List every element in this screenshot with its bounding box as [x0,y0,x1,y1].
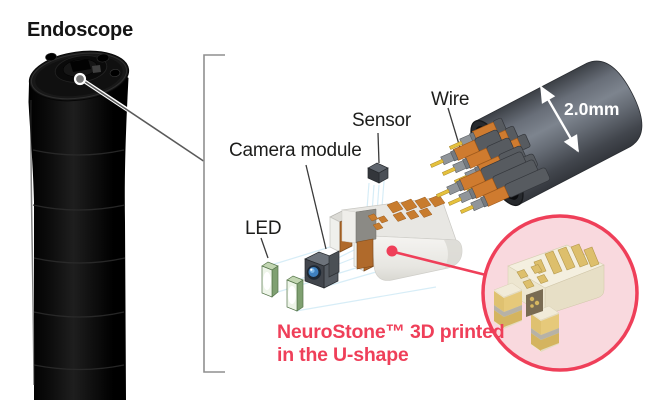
probe-tip-face [28,50,130,102]
sensor-label: Sensor [352,110,412,131]
camera-module-label: Camera module [229,140,362,161]
neurostone-caption: NeuroStone™ 3D printed in the U-shape [277,321,505,366]
callout-leader-line [393,250,487,277]
diameter-arrow-icon [539,85,580,153]
inspection-point-marker-icon [73,72,87,86]
camera-leader-line [305,164,327,250]
led-pair [261,261,304,312]
camera-lens [306,265,322,280]
callout-prong-1 [493,282,523,329]
led-label: LED [245,218,282,239]
callout-part-photo [493,243,605,352]
wire-label: Wire [431,89,470,110]
callout-dot [386,245,398,257]
diagram-title: Endoscope [27,19,133,41]
callout-gold-pads [516,243,600,289]
u-prong-face [356,238,374,270]
neurostone-u-body [341,194,463,281]
callout-prong-2 [530,305,560,352]
scope-contents-bracket [203,54,225,373]
magnifier-leader-line [82,79,204,162]
probe-sheen-lines [32,149,126,371]
neurostone-caption-line1: NeuroStone™ 3D printed [277,321,505,343]
led-leader-line [260,237,269,259]
sensor-chip-3d [367,162,389,184]
prism-slab-3 [328,250,340,278]
led-1 [261,261,279,298]
magnified-callout-circle [481,214,639,372]
callout-recess [526,289,543,317]
sensor-leader-line [377,132,380,164]
u-body-end-shade [444,240,462,269]
u-body-pads [367,194,446,231]
diameter-label: 2.0mm [564,99,620,119]
neurostone-caption-line2: in the U-shape [277,343,409,366]
probe-face-holes [45,52,121,83]
led-2 [286,275,304,312]
endoscope-probe [28,50,130,400]
